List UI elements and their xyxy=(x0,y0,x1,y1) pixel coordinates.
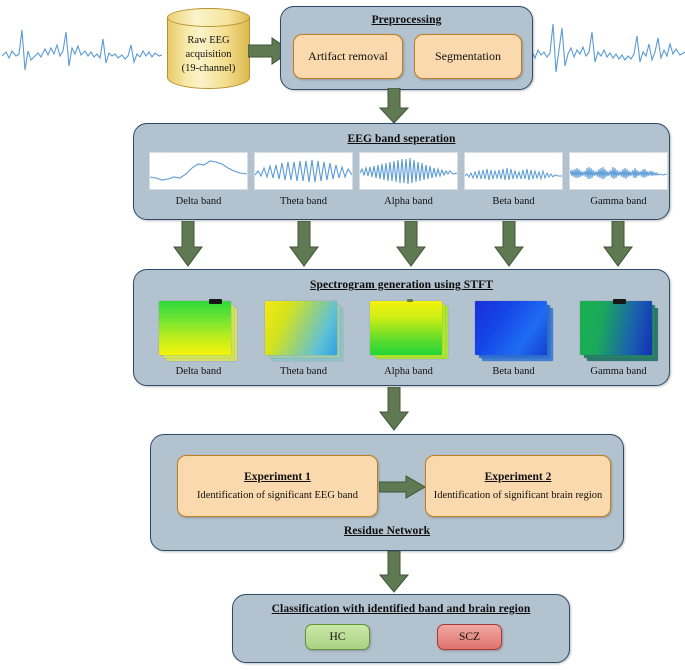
cylinder-label-line2: acquisition xyxy=(185,49,232,60)
class-pill-scz[interactable]: SCZ xyxy=(437,624,502,650)
spectrogram-title: Spectrogram generation using STFT xyxy=(310,279,493,291)
spectrogram-stack-theta xyxy=(262,299,348,365)
raw-eeg-waveform-left xyxy=(2,29,162,71)
band-thumb-alpha xyxy=(359,152,458,190)
stack-sheet-front xyxy=(475,301,547,355)
spectrogram-stack-alpha xyxy=(367,299,453,365)
box-segmentation[interactable]: Segmentation xyxy=(414,34,522,79)
experiment-1-body: Identification of significant EEG band xyxy=(197,490,358,501)
arrow-preprocessing-to-band-separation xyxy=(378,88,410,124)
classification-title: Classification with identified band and … xyxy=(271,603,531,615)
band-thumb-gamma xyxy=(569,152,668,190)
band-separation-title: EEG band seperation xyxy=(347,133,456,145)
cylinder-top-ellipse xyxy=(167,8,250,27)
spectrogram-label-alpha: Alpha band xyxy=(384,366,433,377)
band-thumb-beta xyxy=(464,152,563,190)
class-pill-hc[interactable]: HC xyxy=(305,624,370,650)
band-label-delta: Delta band xyxy=(175,196,222,207)
raw-eeg-waveform-right xyxy=(528,23,685,73)
stack-sheet-front xyxy=(265,301,337,355)
spectrogram-stack-gamma xyxy=(577,299,663,365)
panel-spectrogram-generation: Spectrogram generation using STFT Delta … xyxy=(133,269,670,386)
experiment-1-heading: Experiment 1 xyxy=(244,471,311,483)
band-label-theta: Theta band xyxy=(280,196,327,207)
stack-sheet-front xyxy=(159,301,231,355)
box-experiment-2[interactable]: Experiment 2 Identification of significa… xyxy=(425,455,611,517)
stack-tab-icon xyxy=(613,299,626,304)
band-thumb-theta xyxy=(254,152,353,190)
residue-network-title: Residue Network xyxy=(343,525,431,537)
arrow-band-to-spectrogram-beta xyxy=(494,221,524,267)
band-label-gamma: Gamma band xyxy=(590,196,647,207)
experiment-2-heading: Experiment 2 xyxy=(484,471,552,483)
panel-residue-network: Experiment 1 Identification of significa… xyxy=(150,434,624,551)
segmentation-label: Segmentation xyxy=(435,49,501,63)
arrow-experiment1-to-experiment2 xyxy=(379,475,426,499)
arrow-residue-to-classification xyxy=(378,551,410,593)
arrow-band-to-spectrogram-alpha xyxy=(396,221,426,267)
stack-sheet-front xyxy=(370,301,442,355)
class-label-scz: SCZ xyxy=(458,631,481,643)
spectrogram-label-delta: Delta band xyxy=(175,366,222,377)
band-label-alpha: Alpha band xyxy=(384,196,433,207)
class-label-hc: HC xyxy=(329,631,346,643)
stack-sheet-front xyxy=(580,301,652,355)
arrow-band-to-spectrogram-gamma xyxy=(603,221,633,267)
raw-eeg-acquisition-cylinder: Raw EEG acquisition (19-channel) xyxy=(167,8,250,90)
spectrogram-stack-beta xyxy=(472,299,558,365)
experiment-2-body: Identification of significant brain regi… xyxy=(433,490,603,501)
spectrogram-label-theta: Theta band xyxy=(280,366,327,377)
cylinder-label: Raw EEG acquisition (19-channel) xyxy=(167,34,250,76)
arrow-band-to-spectrogram-delta xyxy=(173,221,203,267)
artifact-removal-label: Artifact removal xyxy=(308,49,388,63)
spectrogram-label-beta: Beta band xyxy=(492,366,535,377)
panel-classification: Classification with identified band and … xyxy=(232,594,570,663)
preprocessing-title: Preprocessing xyxy=(371,14,442,26)
box-artifact-removal[interactable]: Artifact removal xyxy=(293,34,403,79)
box-experiment-1[interactable]: Experiment 1 Identification of significa… xyxy=(177,455,378,517)
band-thumb-delta xyxy=(149,152,248,190)
panel-band-separation: EEG band seperation Delta band Theta ban… xyxy=(133,123,670,220)
cylinder-label-line3: (19-channel) xyxy=(181,63,236,74)
arrow-band-to-spectrogram-theta xyxy=(289,221,319,267)
stack-tab-icon xyxy=(407,299,413,302)
panel-preprocessing: Preprocessing Artifact removal Segmentat… xyxy=(280,6,533,90)
arrow-spectrogram-to-residue xyxy=(378,387,410,431)
spectrogram-label-gamma: Gamma band xyxy=(590,366,647,377)
cylinder-label-line1: Raw EEG xyxy=(187,35,230,46)
stack-tab-icon xyxy=(209,299,222,304)
band-label-beta: Beta band xyxy=(492,196,535,207)
cylinder-body xyxy=(167,17,250,89)
spectrogram-stack-delta xyxy=(156,299,242,365)
